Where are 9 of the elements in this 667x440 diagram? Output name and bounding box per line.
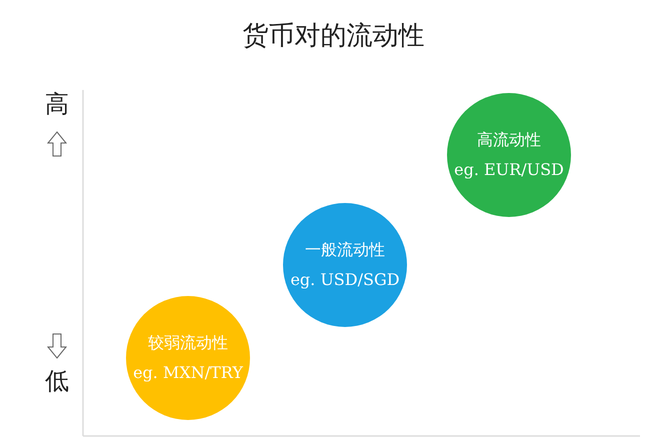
axis-label: 高	[44, 89, 70, 120]
axis-label: 低	[44, 366, 70, 397]
chart-title: 货币对的流动性	[242, 20, 426, 53]
circle-text: eg. EUR/USD	[454, 159, 564, 181]
circle-text: eg. MXN/TRY	[133, 362, 243, 384]
circle-text: 高流动性	[477, 129, 541, 151]
circle-text: 一般流动性	[305, 239, 385, 261]
circle-text: eg. USD/SGD	[290, 269, 400, 291]
circle-text: 较弱流动性	[148, 332, 228, 354]
